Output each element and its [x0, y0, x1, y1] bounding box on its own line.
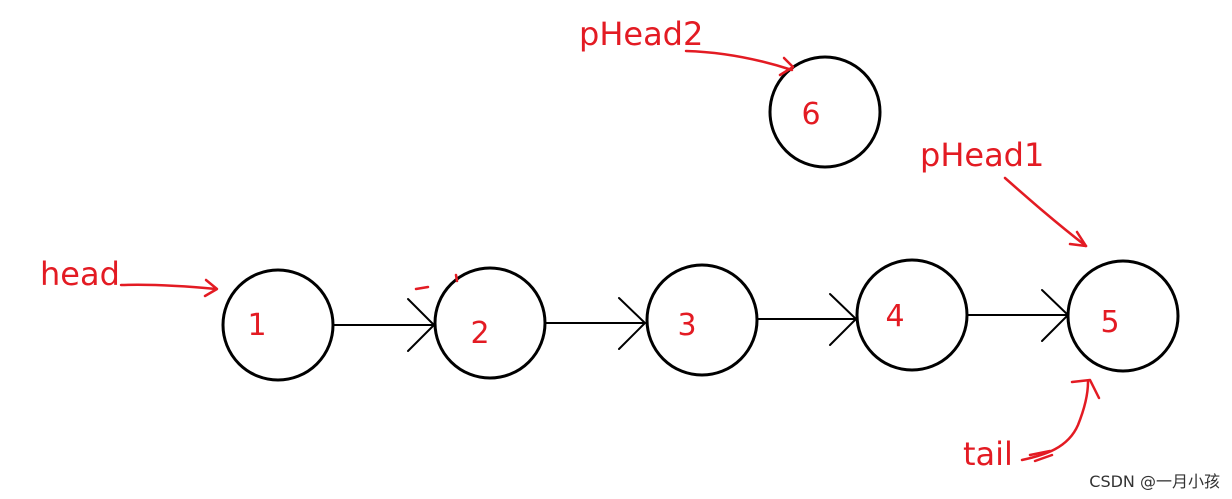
- pointer-label-phead2: pHead2: [579, 15, 703, 53]
- node-1: 1: [221, 268, 335, 382]
- pointer-label-tail: tail: [963, 435, 1013, 473]
- pointer-label-phead1: pHead1: [920, 136, 1044, 174]
- pointer-arrow-head: [119, 283, 218, 291]
- node-label: 5: [1100, 305, 1119, 340]
- node-label: 4: [885, 299, 904, 334]
- link-arrow-2-3: [545, 297, 647, 350]
- stray-red-marks: [414, 273, 459, 291]
- pointer-arrow-tail: [1020, 380, 1090, 462]
- pointer-head: head: [40, 255, 219, 298]
- node-circle: [645, 263, 759, 377]
- pointer-phead1: pHead1: [920, 136, 1088, 248]
- stray-mark: [414, 285, 430, 291]
- node-label: 1: [247, 308, 266, 343]
- node-3: 3: [645, 263, 759, 377]
- node-4: 4: [855, 258, 969, 372]
- node-circle: [855, 258, 969, 372]
- node-label: 3: [677, 308, 696, 343]
- link-arrow-4-5: [966, 289, 1070, 342]
- pointer-tail-scribble: [1028, 449, 1054, 463]
- node-circle: [768, 55, 882, 169]
- node-6: 6: [768, 55, 882, 169]
- pointer-arrow-phead1: [1003, 176, 1088, 248]
- pointer-arrowhead-phead2: [778, 56, 795, 77]
- link-arrow-3-4: [756, 293, 858, 346]
- node-circle: [221, 268, 335, 382]
- pointer-phead2: pHead2: [579, 15, 795, 77]
- pointer-arrowhead-phead1: [1068, 230, 1088, 248]
- pointer-arrowhead-head: [203, 278, 219, 298]
- node-circle: [1066, 259, 1180, 373]
- watermark: CSDN @一月小孩: [1089, 472, 1220, 491]
- pointer-arrow-phead2: [684, 49, 794, 72]
- node-2: 2: [433, 266, 547, 380]
- node-label: 2: [470, 316, 489, 351]
- pointer-arrowhead-tail: [1070, 378, 1101, 400]
- node-5: 5: [1066, 259, 1180, 373]
- stray-mark: [454, 273, 459, 283]
- pointer-label-head: head: [40, 255, 120, 293]
- pointer-tail: tail: [963, 378, 1101, 473]
- link-arrow-1-2: [333, 298, 436, 352]
- node-label: 6: [801, 97, 820, 132]
- node-circle: [433, 266, 547, 380]
